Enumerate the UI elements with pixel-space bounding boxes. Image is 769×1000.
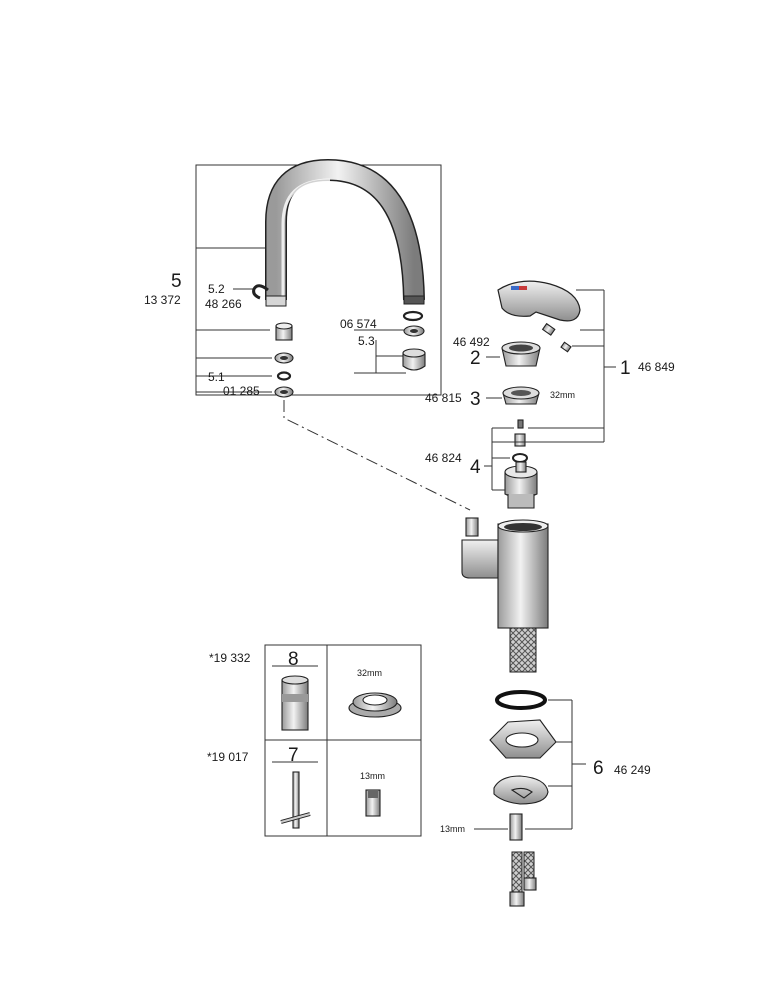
- fixing-stud-size: 13mm: [440, 824, 465, 834]
- aerator-part-no: 06 574: [340, 317, 377, 331]
- fixing-stud: [509, 813, 523, 841]
- nut-part: [502, 386, 540, 405]
- fixing-set-index: 6: [593, 758, 604, 779]
- cap-part: [501, 341, 541, 367]
- handle-set-bracket: [492, 289, 616, 443]
- tool-8-star-no: *19 332: [209, 651, 251, 665]
- socket-32mm-tool: [348, 692, 402, 718]
- fixing-plate: [489, 719, 557, 759]
- cartridge-part-no: 46 824: [425, 451, 462, 465]
- spout-nut-part: [274, 352, 294, 364]
- t-wrench-tool: [280, 771, 311, 829]
- handle-part: [497, 280, 581, 322]
- aerator-parts: [354, 310, 426, 374]
- aerator-index: 5.3: [358, 334, 375, 348]
- cartridge-key-tool: [281, 675, 309, 731]
- assembly-dashed-line: [283, 400, 471, 511]
- tool-8-size: 32mm: [357, 668, 382, 678]
- clip-part: [252, 284, 269, 300]
- spout-adapter-part: [275, 322, 293, 341]
- washer-index: 5.1: [208, 370, 225, 384]
- fixing-set-bracket: [474, 699, 586, 830]
- spout-connector-part: [274, 386, 294, 398]
- nut-part-no: 46 815: [425, 391, 462, 405]
- tool-7-index: 7: [288, 745, 299, 766]
- fixing-o-ring: [495, 690, 547, 710]
- cartridge-bracket: [484, 427, 514, 491]
- tools-table: [264, 644, 422, 837]
- tap-body: [461, 517, 549, 673]
- cartridge-parts: [504, 419, 538, 509]
- nut-size: 32mm: [550, 390, 575, 400]
- cap-index: 2: [470, 348, 481, 369]
- tool-7-star-no: *19 017: [207, 750, 249, 764]
- spout-index: 5: [171, 271, 182, 292]
- socket-13mm-tool: [365, 789, 381, 817]
- clip-index: 5.2: [208, 282, 225, 296]
- tool-8-index: 8: [288, 649, 299, 670]
- clip-part-no: 48 266: [205, 297, 242, 311]
- washer-part: [276, 371, 292, 381]
- handle-set-part-no: 46 849: [638, 360, 675, 374]
- cartridge-index: 4: [470, 457, 481, 478]
- spout-part-no: 13 372: [144, 293, 181, 307]
- handle-set-index: 1: [620, 358, 631, 379]
- washer-part-no: 01 285: [223, 384, 260, 398]
- nut-index: 3: [470, 389, 481, 410]
- cap-part-no: 46 492: [453, 335, 490, 349]
- tool-7-size: 13mm: [360, 771, 385, 781]
- grub-screw-parts: [541, 322, 572, 353]
- fixing-horseshoe: [493, 775, 549, 805]
- fixing-set-part-no: 46 249: [614, 763, 651, 777]
- supply-hoses: [509, 851, 537, 907]
